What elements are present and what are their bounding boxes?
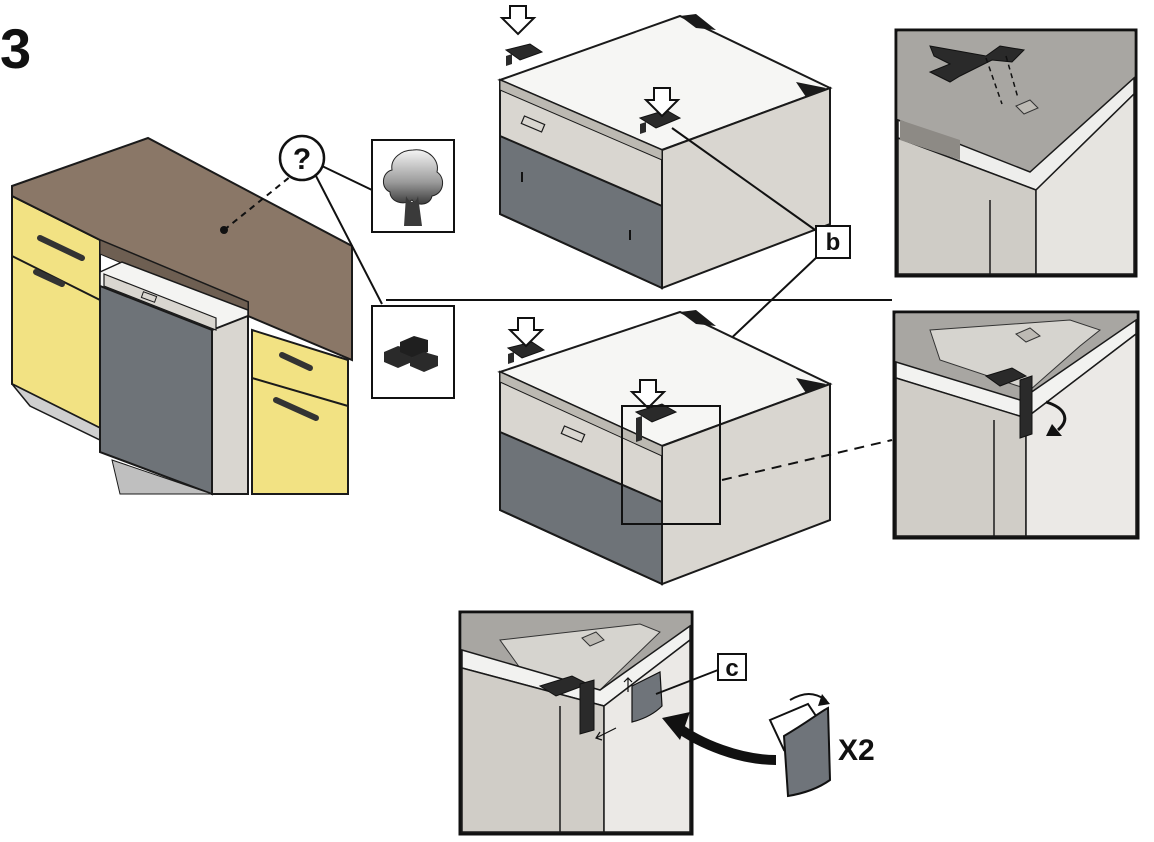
wood-worktop-option [371,139,455,233]
rotate-arrow-icon [1045,400,1067,436]
other-worktop-option [371,305,455,399]
clip-c-part: X2 [768,693,875,798]
drawer-handle [37,235,85,261]
question-mark: ? [293,143,311,176]
material-question: ? [278,134,383,305]
down-arrow-icon [499,5,537,36]
tree-icon [383,149,444,226]
kitchen-cabinet-scene [11,136,353,496]
drawer-handle-right [279,352,313,371]
bracket-detail [984,367,1028,387]
label-b-text: b [826,229,841,256]
dishwasher-side-panel [661,86,831,290]
blocks-icon [384,336,438,372]
bracket-bent-tab [1019,375,1033,439]
label-b-box [815,225,851,259]
door-handle-right [273,397,319,421]
bracket-detail-middle [892,310,1140,540]
dishwasher-side [211,314,249,495]
down-arrow-icon [643,87,681,118]
zoom-region [621,405,721,525]
clip-c-installed [631,671,663,723]
dishwasher-control-strip [103,273,217,331]
step-number: 3 [0,17,31,80]
label-c-text: c [725,655,738,682]
question-circle [278,134,326,182]
clip-c-icon [782,706,832,798]
mounting-bracket-left [504,43,544,61]
insert-arrow [662,712,777,765]
zoom-leader [721,439,893,481]
dishwasher-top-view-wood [497,5,833,290]
door-handle [33,269,65,287]
dishwasher-side-panel-2 [661,382,831,586]
down-arrow-icon [629,379,667,410]
down-arrow-icon [507,317,545,348]
clip-detail-bottom: c [458,610,747,836]
label-c-box [717,653,747,681]
dishwasher-top-view-other [497,310,893,586]
quantity-x2: X2 [838,734,875,767]
bracket-detail-top [894,28,1138,278]
